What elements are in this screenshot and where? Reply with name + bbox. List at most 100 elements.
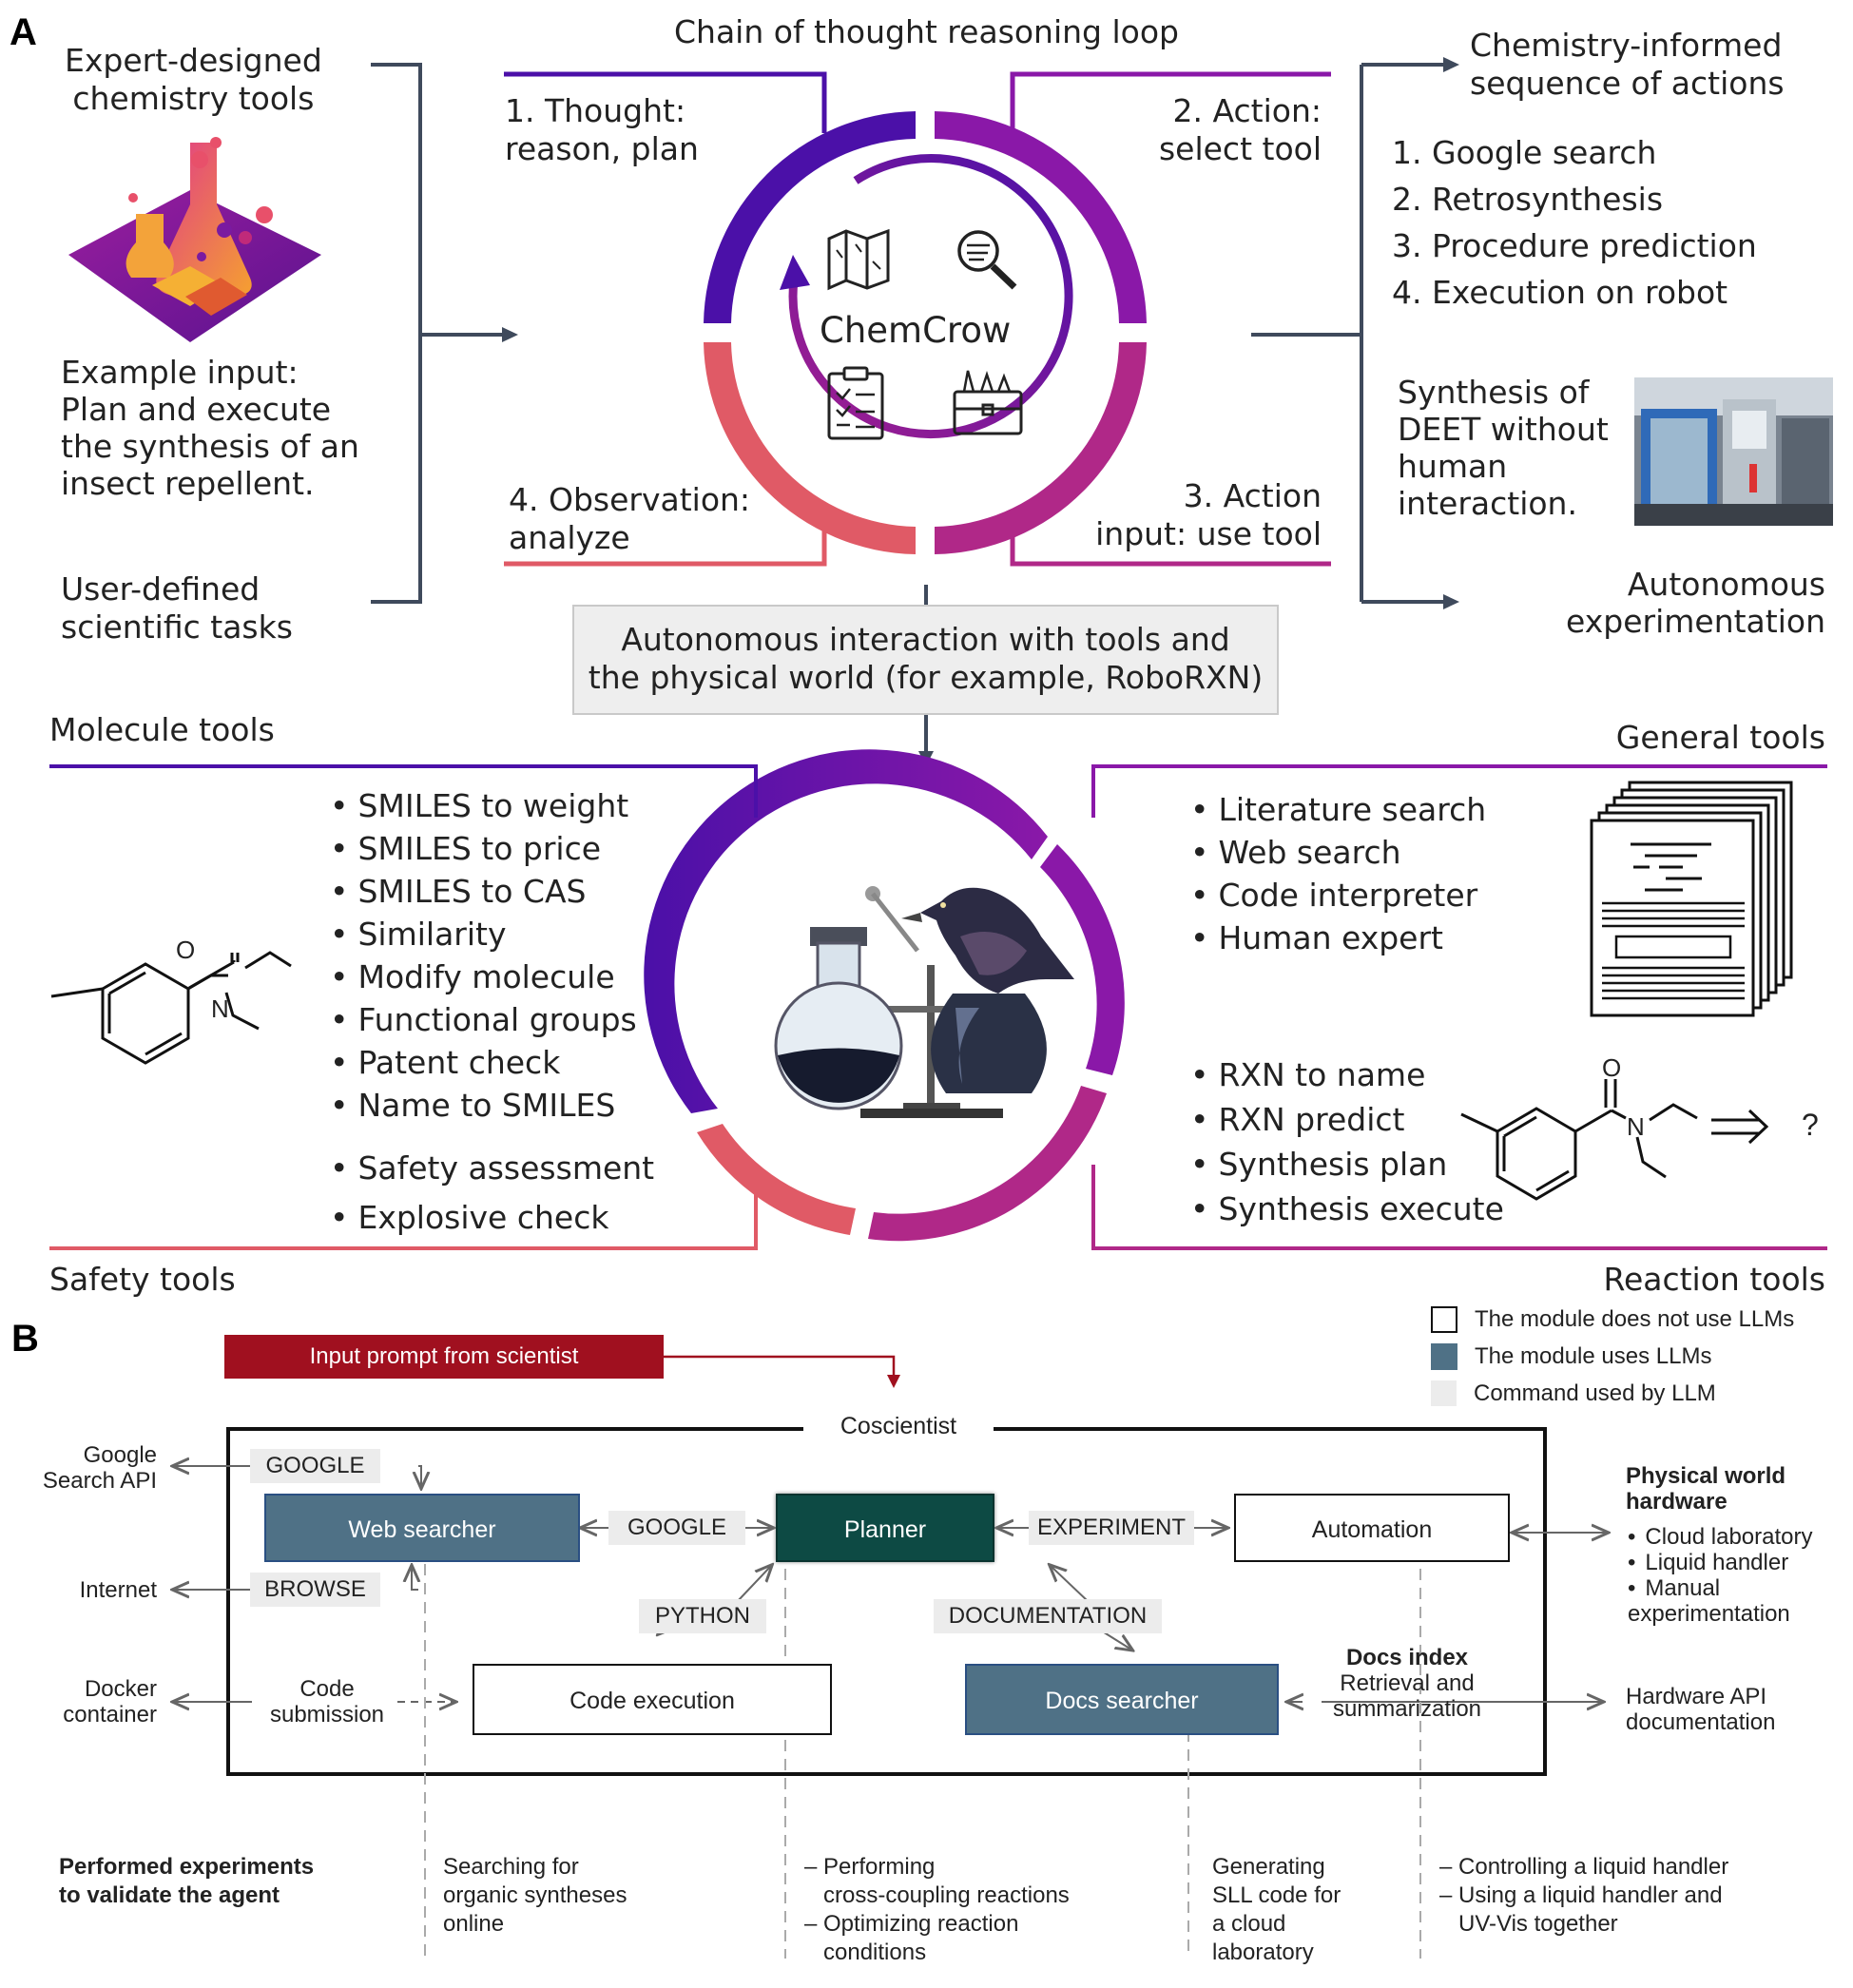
internet-label: Internet	[79, 1577, 157, 1603]
coscientist-frame	[226, 1427, 1547, 1776]
experiments-title: Performed experiments to validate the ag…	[59, 1854, 315, 1908]
command-browse: BROWSE	[250, 1573, 380, 1607]
ring-segment-action	[935, 111, 1147, 323]
code-submission-label: Code submission	[269, 1676, 385, 1727]
map-icon	[827, 228, 890, 291]
experiment-item: – Optimizing reaction conditions	[804, 1911, 1019, 1965]
chemcrow-label: ChemCrow	[820, 310, 1012, 351]
command-google-mid: GOOGLE	[608, 1511, 745, 1545]
autonomous-experimentation-label: Autonomous experimentation	[1566, 566, 1825, 640]
panel-a-graphic	[49, 57, 1833, 1250]
step-thought-label: 1. Thought: reason, plan	[505, 92, 699, 167]
docs-index-subtitle: Retrieval and summarization	[1332, 1670, 1482, 1722]
ring-segment-molecule	[644, 749, 1048, 1113]
molecule-tools-list: SMILES to weight SMILES to price SMILES …	[330, 784, 637, 1127]
hardware-api-label: Hardware API documentation	[1626, 1684, 1776, 1735]
deet-molecule-left	[50, 951, 292, 1065]
action-item: 4. Execution on robot	[1392, 274, 1728, 311]
hardware-item: Manual experimentation	[1628, 1575, 1813, 1627]
reaction-tools-list: RXN to name RXN predict Synthesis plan S…	[1190, 1052, 1504, 1231]
action-item: 1. Google search	[1392, 134, 1657, 171]
tool-item: Explosive check	[330, 1193, 654, 1243]
command-experiment: EXPERIMENT	[1029, 1511, 1194, 1545]
loop-arrow	[788, 154, 1073, 439]
command-google-top: GOOGLE	[250, 1449, 380, 1483]
tool-item: RXN predict	[1190, 1097, 1504, 1142]
roborxn-box: Autonomous interaction with tools and th…	[572, 605, 1279, 715]
safety-tools-title: Safety tools	[49, 1261, 236, 1298]
web-searcher-module: Web searcher	[264, 1494, 580, 1562]
physical-hardware-title: Physical world hardware	[1626, 1463, 1786, 1515]
atom-nitrogen-right: N	[1627, 1112, 1645, 1141]
document-stack-icon	[1590, 781, 1793, 1017]
ring-segment-safety	[697, 1124, 856, 1235]
tool-item: SMILES to weight	[330, 784, 637, 827]
legend-label: The module does not use LLMs	[1475, 1305, 1795, 1332]
legend-swatch-command	[1431, 1380, 1457, 1406]
tools-ring	[644, 749, 1125, 1242]
loop-title: Chain of thought reasoning loop	[674, 13, 1179, 50]
step-connectors	[504, 71, 1331, 567]
user-tasks-label: User-defined scientific tasks	[61, 570, 293, 646]
experiment-code-execution: – Performing cross-coupling reactions – …	[804, 1853, 1070, 1967]
tool-item: Patent check	[330, 1041, 637, 1084]
tool-item: RXN to name	[1190, 1052, 1504, 1097]
molecule-tools-title: Molecule tools	[49, 711, 275, 748]
automation-module: Automation	[1234, 1494, 1510, 1562]
coscientist-title: Coscientist	[803, 1413, 994, 1440]
tool-section-frames	[49, 764, 1827, 1250]
input-prompt-box: Input prompt from scientist	[224, 1335, 664, 1379]
step-action-label: 2. Action: select tool	[1158, 92, 1322, 167]
hardware-item: Cloud laboratory	[1628, 1524, 1812, 1550]
tool-item: Synthesis execute	[1190, 1187, 1503, 1231]
panel-b-graphic	[0, 1355, 1853, 1959]
magnifier-icon	[957, 230, 1017, 290]
action-list: 1. Google search 2. Retrosynthesis 3. Pr…	[1392, 129, 1757, 316]
tool-item: Synthesis plan	[1190, 1142, 1504, 1187]
legend-label: Command used by LLM	[1474, 1380, 1716, 1406]
tool-item: Modify molecule	[330, 955, 637, 998]
ring-segment-reaction	[868, 1086, 1107, 1242]
crow-flask-illustration	[774, 886, 1074, 1118]
loop-arrowhead	[780, 255, 810, 290]
experiment-web-search: Searching for organic syntheses online	[443, 1854, 627, 1937]
toolbox-icon	[953, 370, 1023, 435]
ring-segment-observation	[704, 342, 916, 554]
example-input-label: Example input: Plan and execute the synt…	[61, 354, 359, 502]
experiment-automation: – Controlling a liquid handler – Using a…	[1439, 1853, 1728, 1939]
experiment-item: – Controlling a liquid handler	[1439, 1854, 1729, 1880]
input-bracket	[371, 63, 518, 604]
tool-item: Literature search	[1190, 788, 1486, 831]
atom-nitrogen-left: N	[211, 994, 229, 1023]
tool-item: Human expert	[1190, 917, 1486, 959]
retrosynthesis-arrow	[1711, 1109, 1769, 1145]
tool-item: Web search	[1190, 831, 1486, 874]
docs-searcher-module: Docs searcher	[965, 1664, 1279, 1735]
flask-illustration	[68, 137, 321, 342]
legend-swatch-llm	[1431, 1342, 1457, 1370]
legend-label: The module uses LLMs	[1475, 1342, 1712, 1369]
docs-index-title: Docs index	[1345, 1645, 1469, 1670]
safety-tools-list: Safety assessment Explosive check	[330, 1144, 654, 1243]
legend: The module does not use LLMs The module …	[1431, 1301, 1794, 1412]
general-tools-title: General tools	[1615, 719, 1825, 756]
question-mark: ?	[1802, 1108, 1819, 1142]
experiment-docs-search: Generating SLL code for a cloud laborato…	[1212, 1854, 1341, 1965]
general-tools-list: Literature search Web search Code interp…	[1190, 788, 1486, 959]
output-bracket	[1251, 57, 1459, 609]
action-item: 3. Procedure prediction	[1392, 227, 1757, 264]
planner-module: Planner	[776, 1494, 994, 1562]
legend-item: The module does not use LLMs	[1431, 1301, 1794, 1338]
google-search-api-label: Google Search API	[42, 1442, 157, 1494]
experiment-item: – Using a liquid handler and UV-Vis toge…	[1439, 1882, 1723, 1937]
reaction-tools-title: Reaction tools	[1603, 1261, 1826, 1298]
hardware-item: Liquid handler	[1628, 1550, 1813, 1575]
deet-synthesis-label: Synthesis of DEET without human interact…	[1398, 374, 1609, 522]
ring-segment-action-input	[935, 342, 1147, 554]
chem-sequence-title: Chemistry-informed sequence of actions	[1470, 27, 1785, 102]
docker-container-label: Docker container	[63, 1676, 157, 1727]
experiment-item: – Performing cross-coupling reactions	[804, 1854, 1070, 1908]
step-observation-label: 4. Observation: analyze	[509, 481, 751, 556]
code-execution-module: Code execution	[473, 1664, 832, 1735]
tool-item: Name to SMILES	[330, 1084, 637, 1127]
